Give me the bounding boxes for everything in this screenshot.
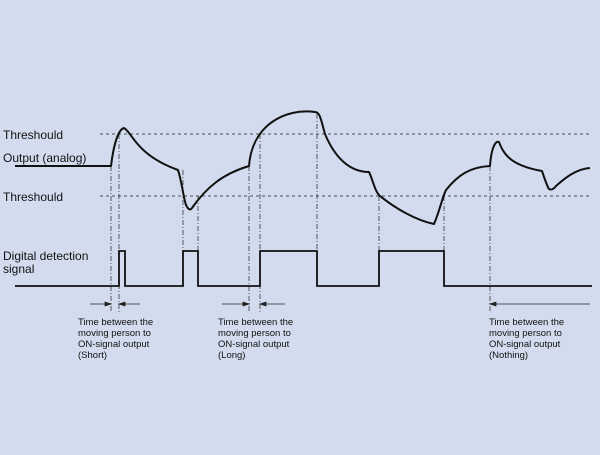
annotation-line: (Long)	[218, 350, 245, 361]
annotation-line: Time between the	[489, 317, 564, 328]
annotation-line: moving person to	[78, 328, 151, 339]
annotation-line: moving person to	[489, 328, 562, 339]
timing-arrow-nothing	[488, 301, 590, 307]
analog-output-curve	[15, 110, 591, 225]
annotation-short: Time between the moving person to ON-sig…	[78, 317, 153, 361]
annotation-line: (Short)	[78, 350, 107, 361]
annotation-line: ON-signal output	[218, 339, 290, 350]
timing-arrow-long	[222, 301, 285, 307]
threshold-lower-label: Threshould	[3, 190, 63, 204]
timing-arrow-short	[90, 301, 140, 307]
annotation-line: Time between the	[78, 317, 153, 328]
annotation-line: ON-signal output	[489, 339, 561, 350]
annotation-long: Time between the moving person to ON-sig…	[218, 317, 293, 361]
annotation-line: ON-signal output	[78, 339, 150, 350]
threshold-upper-label: Threshould	[3, 128, 63, 142]
annotation-line: moving person to	[218, 328, 291, 339]
digital-signal-label-line2: signal	[3, 262, 34, 276]
output-analog-label: Output (analog)	[3, 151, 86, 165]
annotation-line: Time between the	[218, 317, 293, 328]
digital-signal-label-line1: Digital detection	[3, 249, 88, 263]
annotation-nothing: Time between the moving person to ON-sig…	[489, 317, 564, 361]
annotation-line: (Nothing)	[489, 350, 528, 361]
digital-signal-trace	[15, 250, 592, 287]
guide-lines	[110, 114, 491, 313]
